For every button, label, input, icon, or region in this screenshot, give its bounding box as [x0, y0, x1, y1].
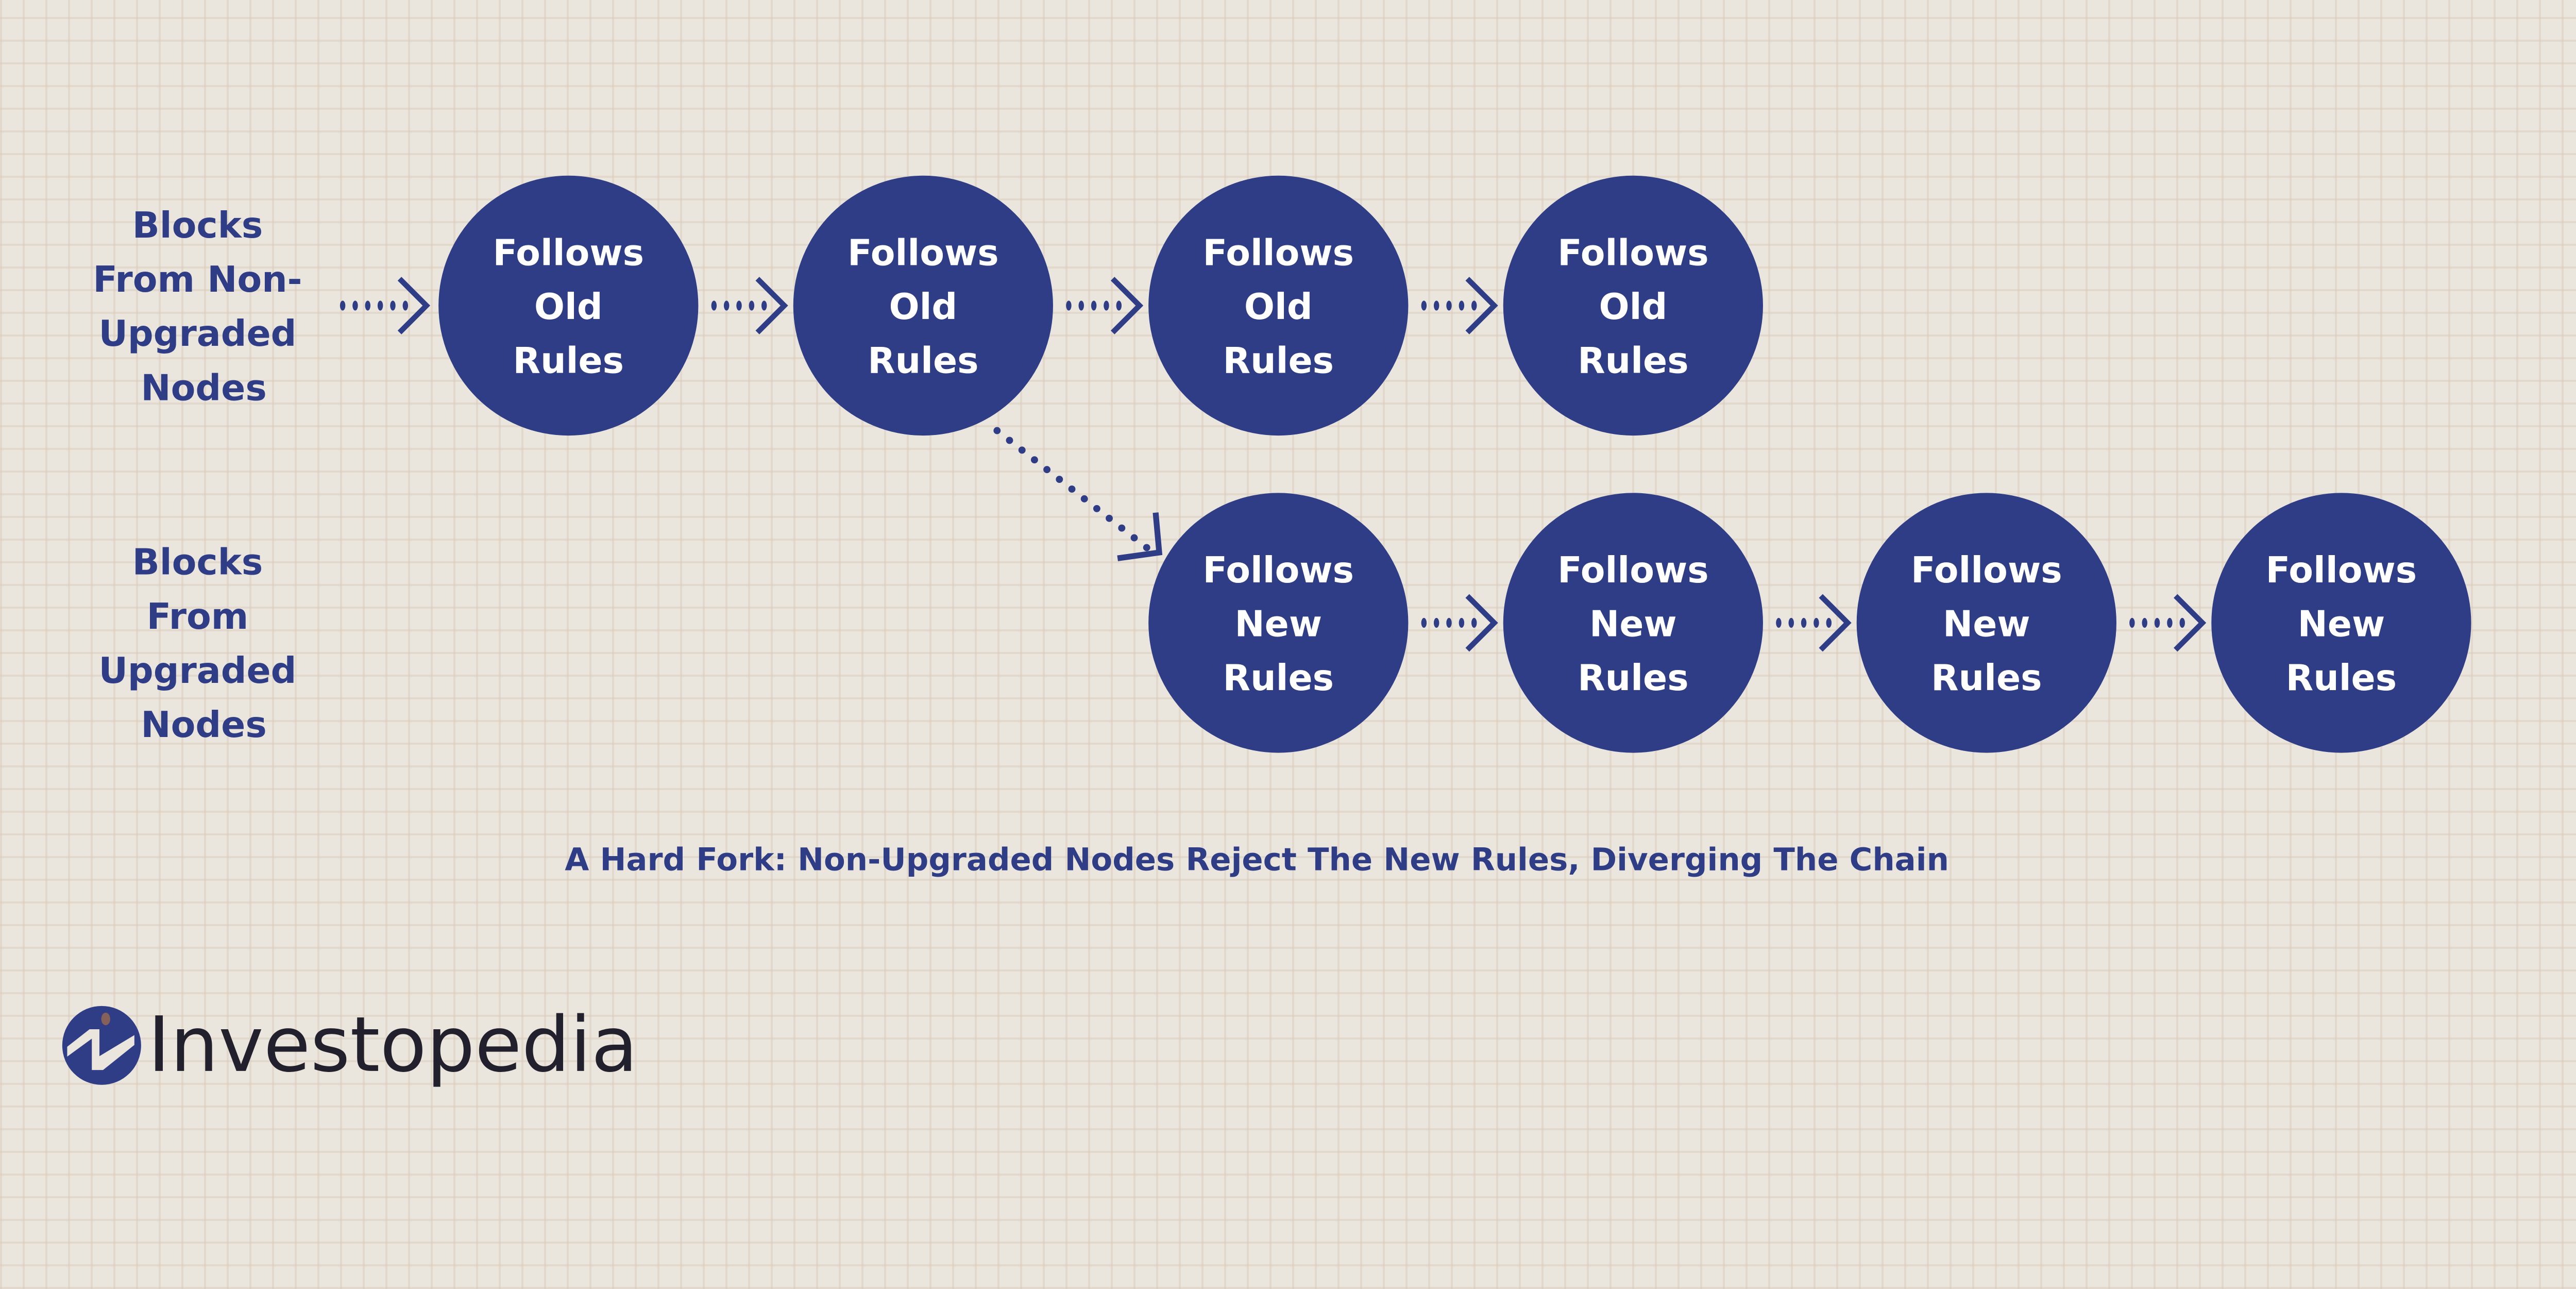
dotted-arrow: [2129, 594, 2207, 652]
arrow-dot: [365, 300, 371, 311]
row-label-non-upgraded: Blocks From Non- Upgraded Nodes: [93, 205, 314, 409]
dotted-arrow: [1066, 277, 1144, 334]
arrow-dot: [377, 300, 383, 311]
block-circle: [438, 175, 699, 436]
arrow-dot: [1118, 524, 1126, 532]
arrow-dot: [1006, 437, 1013, 444]
arrow-dot: [1459, 617, 1465, 628]
arrow-dot: [1116, 300, 1122, 311]
arrow-dot: [1421, 300, 1427, 311]
arrow-dot: [2154, 617, 2160, 628]
arrow-dot: [1471, 617, 1477, 628]
arrow-dot: [993, 427, 1001, 434]
block-circle: [1503, 175, 1763, 436]
arrow-dot: [1446, 617, 1452, 628]
arrow-head: [1465, 277, 1498, 334]
arrow-dot: [390, 300, 396, 311]
diagram-caption: A Hard Fork: Non-Upgraded Nodes Reject T…: [565, 842, 1949, 878]
arrow-dot: [736, 300, 742, 311]
arrow-dot: [1106, 514, 1113, 522]
arrow-dot: [1433, 617, 1439, 628]
investopedia-logo: Investopedia: [62, 1000, 638, 1089]
arrow-dot: [2167, 617, 2173, 628]
block-circle: [1148, 175, 1409, 436]
arrow-dot: [1826, 617, 1832, 628]
arrow-dot: [1130, 534, 1138, 542]
arrow-dot: [1080, 495, 1088, 503]
arrow-dot: [2129, 617, 2135, 628]
arrow-dot: [1421, 617, 1427, 628]
arrow-dot: [1776, 617, 1782, 628]
hard-fork-diagram: Blocks From Non- Upgraded Nodes Blocks F…: [62, 175, 2471, 1089]
arrow-dot: [1814, 617, 1819, 628]
arrow-dot: [1018, 446, 1026, 454]
arrow-head: [397, 277, 431, 334]
arrow-dot: [1143, 544, 1150, 551]
block-circle: [1856, 493, 2116, 753]
arrow-dot: [1788, 617, 1794, 628]
arrow-dot: [1471, 300, 1477, 311]
block-circle: [793, 175, 1053, 436]
arrow-dot: [2142, 617, 2147, 628]
arrow-dot: [1459, 300, 1465, 311]
arrow-head: [1117, 512, 1163, 561]
arrow-dot: [340, 300, 346, 311]
arrow-dot: [749, 300, 755, 311]
arrow-dot: [1043, 466, 1051, 474]
arrow-dot: [723, 300, 730, 311]
arrow-dot: [1093, 505, 1100, 512]
arrow-head: [2174, 594, 2207, 652]
arrow-dot: [1446, 300, 1452, 311]
arrow-dot: [1056, 476, 1063, 483]
arrow-head: [755, 277, 788, 334]
logo-wordmark: Investopedia: [148, 1000, 638, 1089]
arrow-dot: [1068, 486, 1076, 493]
arrow-head: [1465, 594, 1498, 652]
arrow-dot: [1801, 617, 1807, 628]
block-circle: [1148, 493, 1409, 753]
arrow-dot: [1104, 300, 1109, 311]
arrow-dot: [1066, 300, 1072, 311]
row-label-upgraded: Blocks From Upgraded Nodes: [98, 542, 309, 746]
arrow-dot: [761, 300, 767, 311]
arrow-dot: [1078, 300, 1084, 311]
dotted-arrow: [1776, 594, 1852, 652]
dotted-arrow: [340, 277, 431, 334]
dotted-arrow: [1421, 594, 1498, 652]
arrow-dot: [352, 300, 358, 311]
arrow-head: [1819, 594, 1852, 652]
arrow-dot: [1030, 456, 1038, 464]
fork-arrow: [993, 427, 1163, 561]
block-circle: [2211, 493, 2471, 753]
arrow-dot: [1091, 300, 1097, 311]
arrow-dot: [2179, 617, 2185, 628]
arrow-dot: [711, 300, 717, 311]
arrow-dot: [402, 300, 409, 311]
arrow-dot: [1433, 300, 1439, 311]
dotted-arrow: [1421, 277, 1498, 334]
investopedia-logo-icon: [62, 1006, 141, 1085]
arrow-head: [1110, 277, 1144, 334]
dotted-arrow: [711, 277, 788, 334]
block-circle: [1503, 493, 1763, 753]
